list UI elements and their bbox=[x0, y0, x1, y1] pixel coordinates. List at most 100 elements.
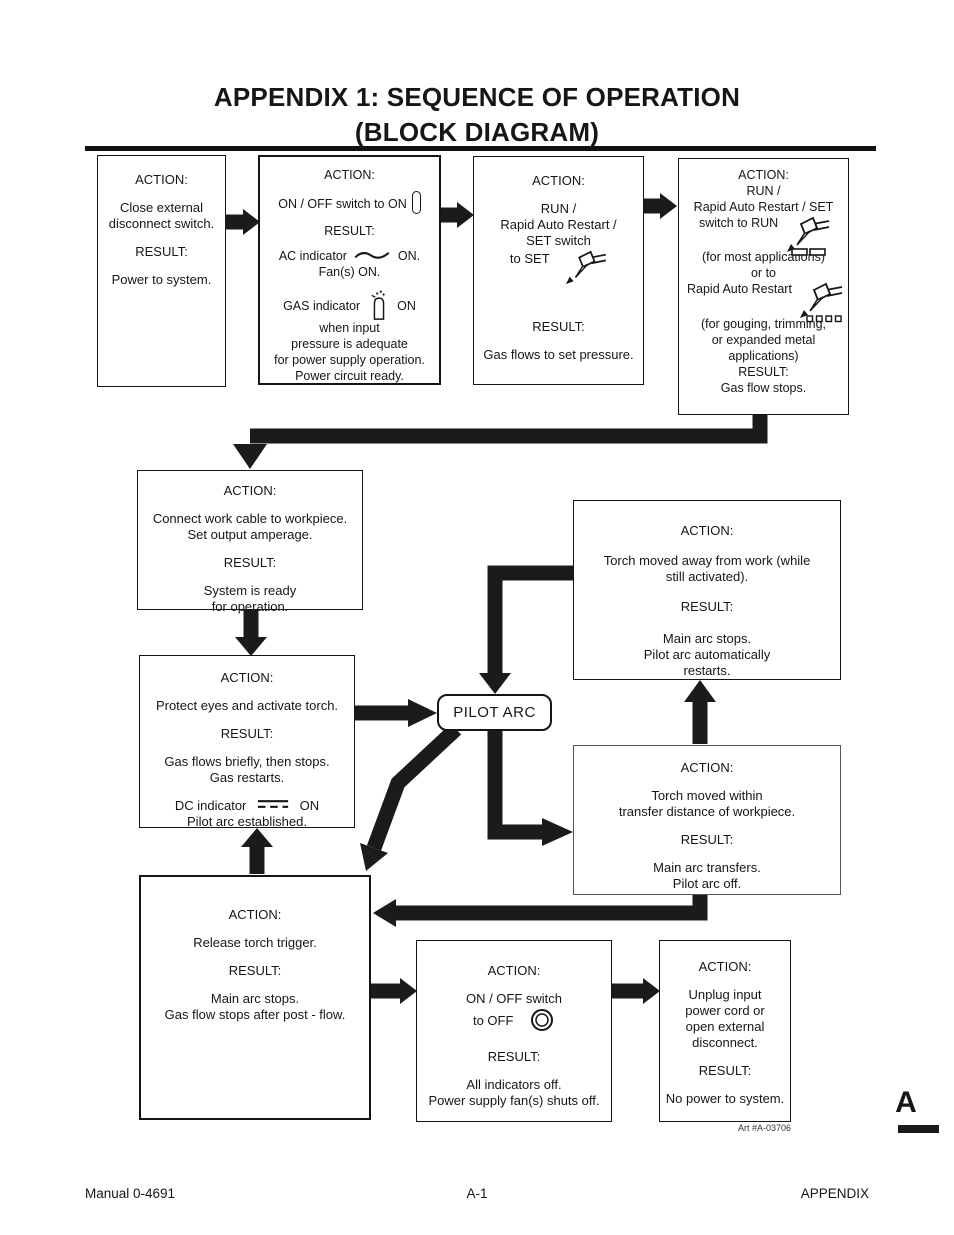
gas-indicator-line: GAS indicator ON bbox=[260, 289, 439, 320]
result-text: Main arc stops. bbox=[662, 631, 752, 646]
action-text: Rapid Auto Restart / SET bbox=[693, 200, 834, 214]
arrow-10-head bbox=[542, 818, 573, 846]
arrow-7-head bbox=[408, 699, 437, 727]
action-label: ACTION: bbox=[738, 168, 789, 182]
result-text: Gas flows briefly, then stops. bbox=[164, 754, 330, 769]
action-text-span: to SET bbox=[509, 251, 550, 266]
action-text: RUN / bbox=[540, 201, 577, 216]
dc-symbol-icon bbox=[257, 800, 289, 808]
footer-manual-number: Manual 0-4691 bbox=[85, 1186, 176, 1201]
box-release-trigger: ACTION: Release torch trigger. RESULT: M… bbox=[139, 875, 371, 1120]
result-label: RESULT: bbox=[220, 726, 274, 741]
action-text: switch to RUN bbox=[699, 216, 779, 230]
page-title-line1: APPENDIX 1: SEQUENCE OF OPERATION bbox=[213, 82, 741, 112]
action-text: Set output amperage. bbox=[187, 527, 313, 542]
action-text: RUN / bbox=[746, 184, 781, 198]
result-label: RESULT: bbox=[680, 832, 734, 847]
action-text: disconnect. bbox=[692, 1035, 758, 1050]
title-rule bbox=[85, 146, 876, 151]
result-text: for power supply operation. bbox=[274, 353, 425, 367]
result-label: RESULT: bbox=[738, 365, 789, 379]
result-text-span: GAS indicator bbox=[283, 299, 361, 313]
note-text: or expanded metal bbox=[711, 333, 816, 347]
action-text: Unplug input bbox=[688, 987, 762, 1002]
pilot-arc-node: PILOT ARC bbox=[437, 694, 552, 731]
arrow-14-head bbox=[643, 978, 660, 1004]
box-torch-within: ACTION: Torch moved within transfer dist… bbox=[573, 745, 841, 895]
action-label: ACTION: bbox=[228, 907, 282, 922]
action-text: Protect eyes and activate torch. bbox=[155, 698, 339, 713]
action-text-span: ON / OFF switch to ON bbox=[278, 197, 407, 211]
action-text: open external bbox=[685, 1019, 765, 1034]
action-text: Torch moved within bbox=[651, 788, 763, 803]
result-text: System is ready bbox=[203, 583, 297, 598]
result-text: Pilot arc automatically bbox=[643, 647, 771, 662]
torch-icon bbox=[565, 250, 607, 286]
result-text: Pilot arc established. bbox=[187, 814, 307, 829]
result-label: RESULT: bbox=[135, 244, 188, 259]
art-number: Art #A-03706 bbox=[737, 1123, 791, 1133]
action-text: still activated). bbox=[665, 569, 749, 584]
result-text: Power to system. bbox=[111, 272, 212, 287]
box-activate-torch: ACTION: Protect eyes and activate torch.… bbox=[139, 655, 355, 829]
gas-cylinder-icon bbox=[371, 290, 385, 320]
action-text-span: to OFF bbox=[472, 1013, 514, 1028]
result-text-span: ON. bbox=[397, 249, 421, 263]
result-text: pressure is adequate bbox=[291, 337, 408, 351]
arrow-4-elbow bbox=[250, 415, 768, 444]
ac-indicator-line: AC indicator ON. bbox=[260, 248, 439, 264]
arrow-13-head bbox=[400, 978, 417, 1004]
result-text: for operation. bbox=[211, 599, 289, 614]
box-torch-away: ACTION: Torch moved away from work (whil… bbox=[573, 500, 841, 680]
action-text: ON / OFF switch bbox=[465, 991, 563, 1006]
arrow-8-head bbox=[479, 673, 511, 694]
box-unplug: ACTION: Unplug input power cord or open … bbox=[659, 940, 791, 1122]
action-label: ACTION: bbox=[532, 173, 585, 188]
action-text: Torch moved away from work (while bbox=[603, 553, 811, 568]
result-text-span: ON bbox=[299, 798, 320, 813]
result-label: RESULT: bbox=[223, 555, 277, 570]
action-text: Close external bbox=[119, 200, 204, 215]
result-text: Main arc stops. bbox=[210, 991, 300, 1006]
action-text: to OFF bbox=[417, 1007, 611, 1033]
result-label: RESULT: bbox=[680, 599, 734, 614]
box-switch-on: ACTION: ON / OFF switch to ON RESULT: AC… bbox=[258, 155, 441, 385]
on-switch-icon bbox=[411, 191, 421, 214]
result-text-span: AC indicator bbox=[278, 249, 347, 263]
torch-run-icon bbox=[786, 217, 830, 256]
note-text: applications) bbox=[728, 349, 799, 363]
result-text: Gas restarts. bbox=[209, 770, 285, 785]
action-text: Connect work cable to workpiece. bbox=[152, 511, 348, 526]
result-label: RESULT: bbox=[487, 1049, 541, 1064]
result-text: All indicators off. bbox=[466, 1077, 562, 1092]
result-text-span: ON bbox=[397, 299, 416, 313]
action-label: ACTION: bbox=[223, 483, 277, 498]
result-label: RESULT: bbox=[228, 963, 282, 978]
arrow-3-head bbox=[660, 193, 677, 219]
result-text: Main arc transfers. bbox=[653, 860, 761, 875]
arrow-12-head bbox=[373, 899, 396, 927]
box-switch-off: ACTION: ON / OFF switch to OFF RESULT: A… bbox=[416, 940, 612, 1122]
arrow-5-head bbox=[235, 637, 267, 656]
action-text: transfer distance of workpiece. bbox=[618, 804, 796, 819]
arrow-4-head bbox=[233, 444, 267, 469]
torch-rar-icon bbox=[799, 283, 843, 323]
dc-indicator-line: DC indicator ON bbox=[140, 798, 354, 814]
action-text: Rapid Auto Restart / bbox=[500, 217, 617, 232]
action-text: Rapid Auto Restart bbox=[687, 282, 792, 296]
action-label: ACTION: bbox=[487, 963, 541, 978]
result-text: when input bbox=[319, 321, 380, 335]
result-text-span: DC indicator bbox=[174, 798, 247, 813]
result-text: Pilot arc off. bbox=[672, 876, 742, 891]
arrow-2-head bbox=[457, 202, 474, 228]
result-text: restarts. bbox=[683, 663, 731, 678]
footer-page-number: A-1 bbox=[466, 1186, 488, 1201]
note-text: (for gouging, trimming, bbox=[700, 317, 827, 331]
result-text: Gas flows to set pressure. bbox=[483, 347, 634, 362]
footer-section: APPENDIX bbox=[800, 1186, 869, 1201]
arrow-9-head bbox=[684, 680, 716, 702]
arrow-6-head bbox=[241, 828, 273, 847]
box-work-cable: ACTION: Connect work cable to workpiece.… bbox=[137, 470, 363, 614]
result-text: Gas flow stops. bbox=[720, 381, 807, 395]
